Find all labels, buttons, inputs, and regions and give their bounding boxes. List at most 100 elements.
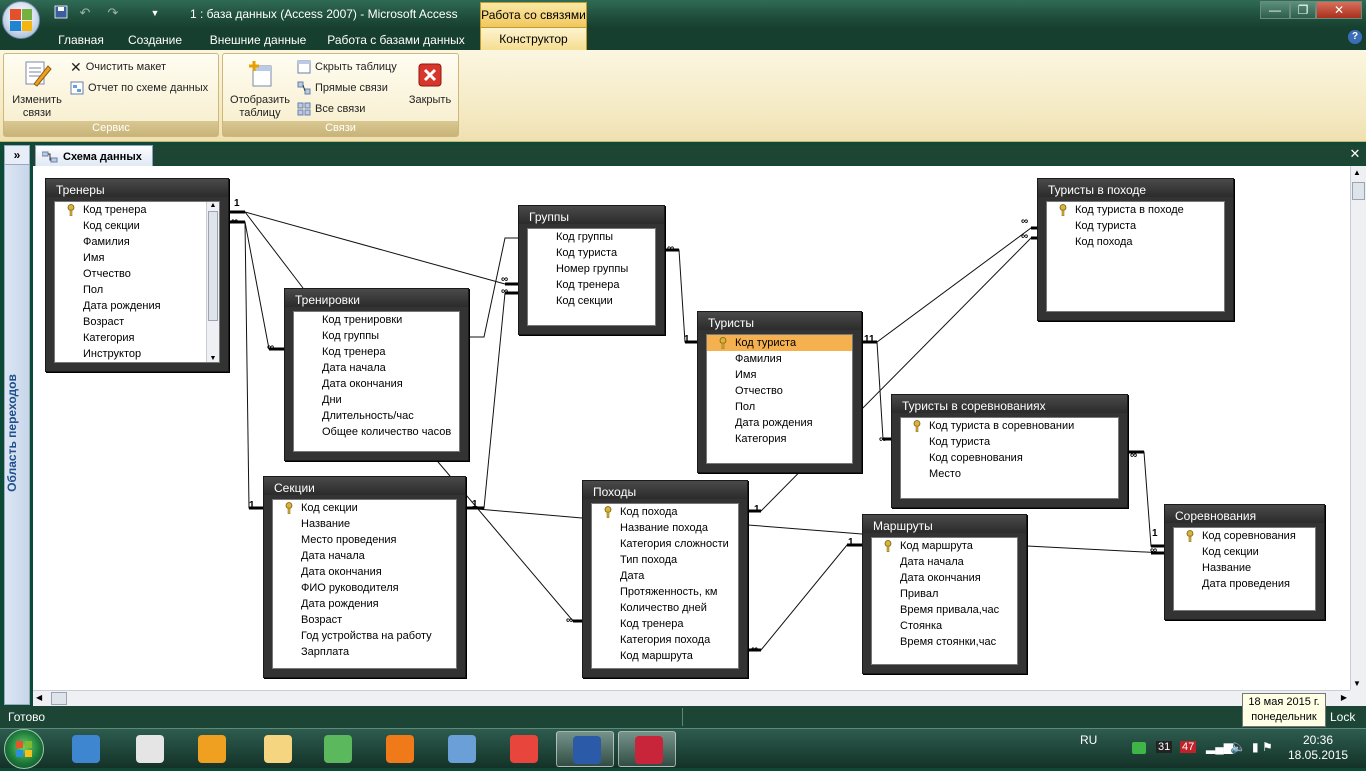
field-item[interactable]: Код туриста bbox=[707, 335, 852, 351]
field-item[interactable]: Код секции bbox=[1174, 544, 1315, 560]
start-button[interactable] bbox=[4, 729, 44, 769]
redo-icon[interactable]: ↷ bbox=[107, 5, 119, 20]
field-item[interactable]: Дата окончания bbox=[294, 376, 459, 392]
horizontal-scrollbar[interactable]: ◀ ▶ bbox=[33, 690, 1350, 706]
field-item[interactable]: Место bbox=[901, 466, 1118, 482]
battery-icon[interactable]: ▮ bbox=[1252, 740, 1259, 754]
table-title[interactable]: Туристы bbox=[698, 312, 861, 330]
photo-viewer-icon[interactable] bbox=[432, 731, 490, 767]
clock[interactable]: 20:36 18.05.2015 bbox=[1282, 733, 1354, 763]
all-relations-button[interactable]: Все связи bbox=[297, 100, 365, 118]
table-title[interactable]: Группы bbox=[519, 206, 664, 224]
scroll-down-icon[interactable]: ▼ bbox=[1353, 679, 1361, 688]
field-item[interactable]: Пол bbox=[55, 282, 219, 298]
field-item[interactable]: Дата рождения bbox=[55, 298, 219, 314]
field-item[interactable]: Фамилия bbox=[707, 351, 852, 367]
field-item[interactable]: Код секции bbox=[273, 500, 456, 516]
scroll-down-icon[interactable]: ▼ bbox=[209, 355, 217, 362]
field-item[interactable]: Код соревнования bbox=[901, 450, 1118, 466]
field-item[interactable]: Код секции bbox=[528, 293, 655, 309]
field-item[interactable]: Дата начала bbox=[872, 554, 1017, 570]
field-item[interactable]: Код соревнования bbox=[1174, 528, 1315, 544]
explorer-icon[interactable] bbox=[248, 731, 306, 767]
field-item[interactable]: Время стоянки,час bbox=[872, 634, 1017, 650]
field-item[interactable]: Время привала,час bbox=[872, 602, 1017, 618]
tab-database-tools[interactable]: Работа с базами данных bbox=[327, 33, 465, 47]
chrome-icon[interactable] bbox=[494, 731, 552, 767]
help-icon[interactable]: ? bbox=[1348, 30, 1362, 44]
horizontal-scroll-thumb[interactable] bbox=[51, 692, 67, 705]
field-item[interactable]: Год устройства на работу bbox=[273, 628, 456, 644]
field-item[interactable]: Дата проведения bbox=[1174, 576, 1315, 592]
field-item[interactable]: Имя bbox=[55, 250, 219, 266]
field-item[interactable]: Название похода bbox=[592, 520, 738, 536]
pen-icon[interactable] bbox=[308, 731, 366, 767]
save-icon[interactable] bbox=[52, 5, 70, 21]
access-icon[interactable] bbox=[618, 731, 676, 767]
customize-icon[interactable]: ▼ bbox=[150, 8, 160, 18]
field-item[interactable]: Код тренера bbox=[55, 202, 219, 218]
field-item[interactable]: Общее количество часов bbox=[294, 424, 459, 440]
field-item[interactable]: ФИО руководителя bbox=[273, 580, 456, 596]
field-item[interactable]: Стоянка bbox=[872, 618, 1017, 634]
field-item[interactable]: Возраст bbox=[55, 314, 219, 330]
field-item[interactable]: Зарплата bbox=[273, 644, 456, 660]
field-item[interactable]: Дата рождения bbox=[707, 415, 852, 431]
volume-icon[interactable]: 🔈 bbox=[1230, 739, 1247, 754]
scroll-left-icon[interactable]: ◀ bbox=[36, 693, 43, 702]
restore-button[interactable]: ❐ bbox=[1290, 1, 1316, 19]
hide-table-button[interactable]: Скрыть таблицу bbox=[297, 58, 397, 76]
minimize-button[interactable]: — bbox=[1260, 1, 1290, 19]
scroll-right-icon[interactable]: ▶ bbox=[1340, 693, 1347, 702]
field-item[interactable]: Категория bbox=[707, 431, 852, 447]
tab-designer[interactable]: Конструктор bbox=[480, 27, 587, 51]
field-item[interactable]: Дата окончания bbox=[273, 564, 456, 580]
field-item[interactable]: Код секции bbox=[55, 218, 219, 234]
direct-relations-button[interactable]: Прямые связи bbox=[297, 79, 388, 97]
field-item[interactable]: Категория bbox=[55, 330, 219, 346]
field-item[interactable]: Дни bbox=[294, 392, 459, 408]
word-icon[interactable] bbox=[556, 731, 614, 767]
show-table-button[interactable]: Отобразить таблицу bbox=[226, 58, 294, 120]
scroll-thumb[interactable] bbox=[208, 211, 218, 321]
field-item[interactable]: Дата bbox=[592, 568, 738, 584]
field-item[interactable]: Код туриста bbox=[901, 434, 1118, 450]
video-converter-icon[interactable] bbox=[120, 731, 178, 767]
field-item[interactable]: Код тренера bbox=[592, 616, 738, 632]
vertical-scrollbar[interactable]: ▲ ▼ bbox=[1350, 166, 1366, 690]
field-item[interactable]: Отчество bbox=[707, 383, 852, 399]
field-item[interactable]: Категория сложности bbox=[592, 536, 738, 552]
tray-counter-1[interactable]: 31 bbox=[1156, 741, 1173, 753]
table-title[interactable]: Тренеры bbox=[46, 179, 228, 197]
vlc-icon[interactable] bbox=[370, 731, 428, 767]
field-item[interactable]: Код тренера bbox=[294, 344, 459, 360]
table-title[interactable]: Секции bbox=[264, 477, 465, 495]
field-item[interactable]: Дата рождения bbox=[273, 596, 456, 612]
vertical-scroll-thumb[interactable] bbox=[1352, 182, 1365, 200]
nav-toggle-button[interactable]: » bbox=[4, 145, 30, 165]
navigation-pane[interactable] bbox=[4, 145, 30, 705]
field-item[interactable]: Код тренировки bbox=[294, 312, 459, 328]
scroll-up-icon[interactable]: ▲ bbox=[209, 202, 217, 209]
field-item[interactable]: Код туриста в соревновании bbox=[901, 418, 1118, 434]
field-item[interactable]: Дата начала bbox=[294, 360, 459, 376]
table-title[interactable]: Походы bbox=[583, 481, 747, 499]
field-item[interactable]: Название bbox=[273, 516, 456, 532]
field-item[interactable]: Место проведения bbox=[273, 532, 456, 548]
field-item[interactable]: Код туриста в походе bbox=[1047, 202, 1224, 218]
field-item[interactable]: Код тренера bbox=[528, 277, 655, 293]
table-title[interactable]: Маршруты bbox=[863, 515, 1026, 533]
